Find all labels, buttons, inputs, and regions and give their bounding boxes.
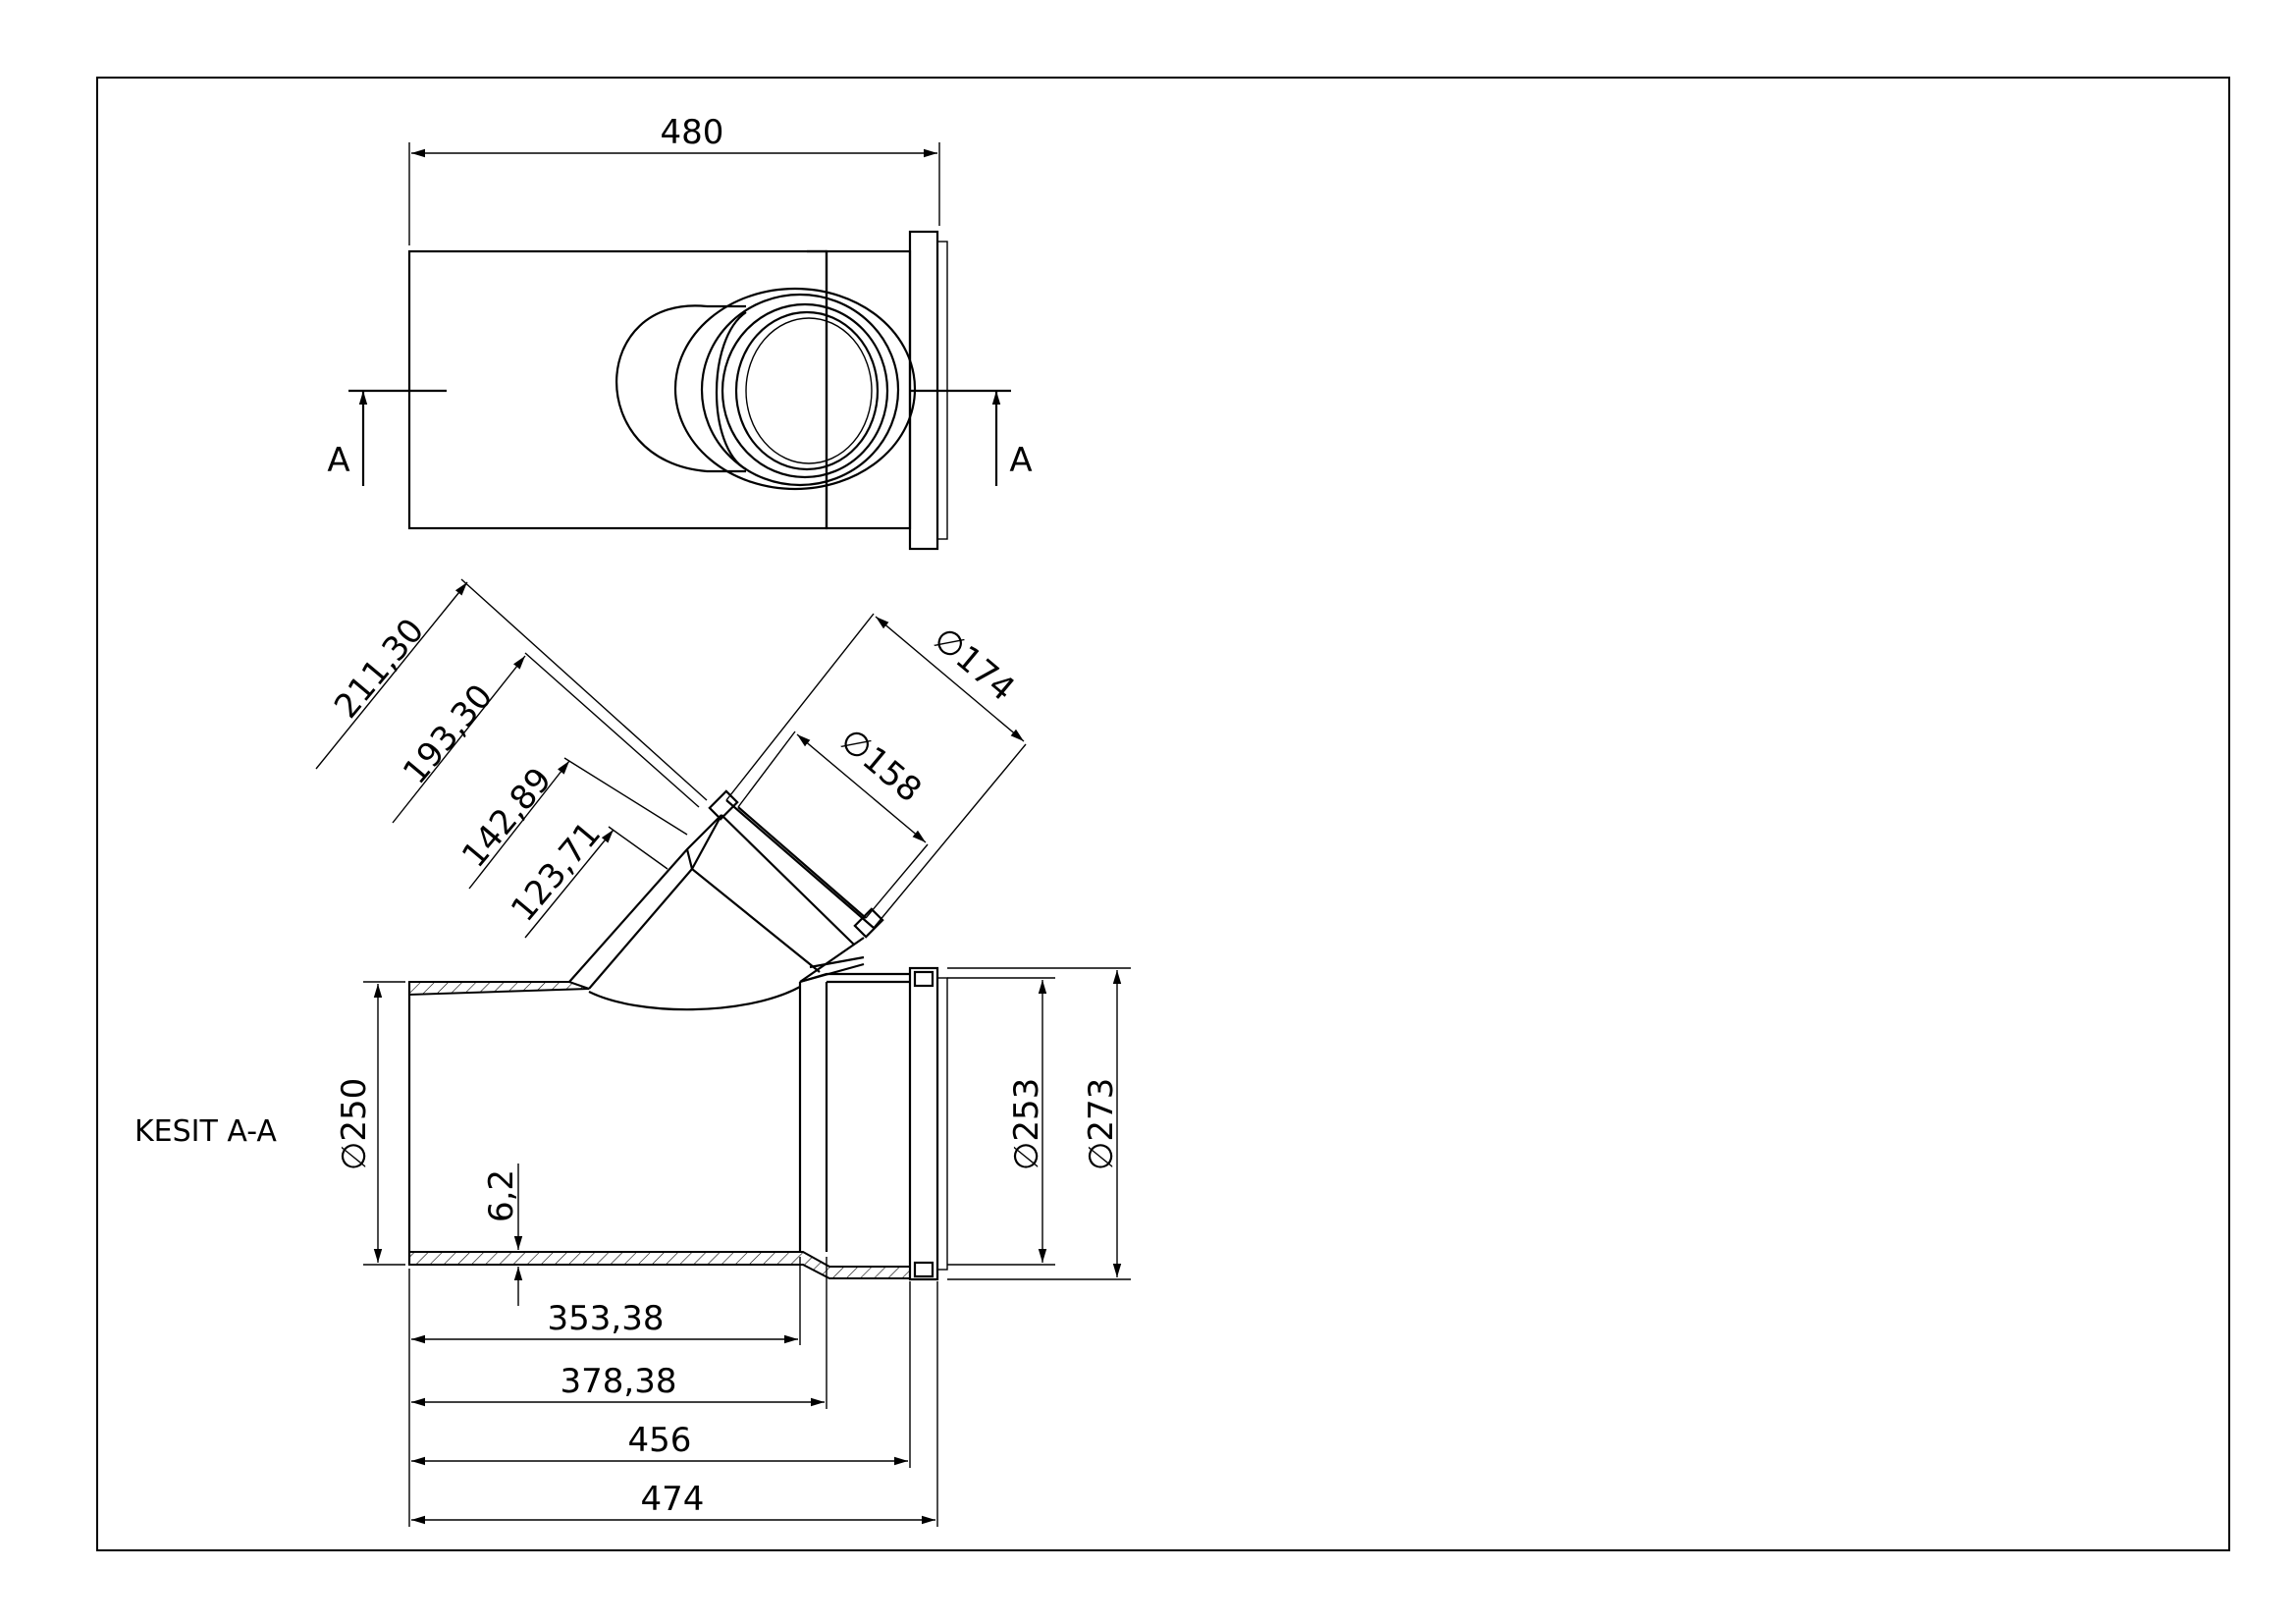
drawing-frame	[96, 77, 2230, 1551]
dim-length-378: 378,38	[561, 1362, 677, 1401]
dim-length-456: 456	[628, 1421, 692, 1460]
dim-length-474: 474	[641, 1480, 705, 1519]
dim-branch-dia-158: ∅158	[832, 721, 929, 810]
section-marker-left: A	[327, 389, 447, 486]
dim-branch-211: 211,30	[327, 612, 432, 727]
dim-length-353: 353,38	[548, 1299, 665, 1338]
dim-branch-dia-174: ∅174	[926, 620, 1022, 709]
section-marker-right: A	[910, 389, 1033, 486]
dim-dia-273: ∅273	[1082, 1078, 1121, 1171]
dim-dia-250: ∅250	[335, 1078, 374, 1171]
dim-dia-253: ∅253	[1007, 1078, 1046, 1171]
section-view: ∅250 ∅253 ∅273 6,2 353,38 378,38 456 474	[315, 578, 1131, 1527]
dim-branch-193: 193,30	[396, 677, 501, 792]
svg-text:A: A	[1009, 441, 1032, 480]
top-view: 480 A A	[327, 113, 1033, 551]
section-title: KESIT A-A	[134, 1114, 277, 1149]
dim-wall-thickness: 6,2	[482, 1169, 521, 1222]
dim-overall-length: 480	[661, 113, 724, 152]
svg-text:A: A	[327, 441, 349, 480]
